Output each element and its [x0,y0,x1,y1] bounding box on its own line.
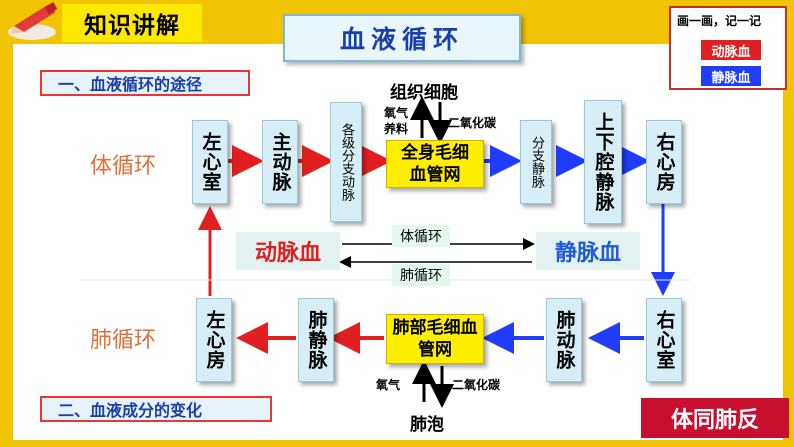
section-header: 知识讲解 [62,4,202,42]
lung-co2-label: 二氧化碳 [452,378,501,392]
legend-artery: 动脉血 [701,40,761,60]
systemic-label: 体循环 [90,154,157,179]
arterial-blood-box: 动脉血 [236,232,340,270]
co2-label: 二氧化碳 [448,116,497,130]
nutrients-label: 养料 [384,122,409,136]
branch-veins-box: 分支静脉 [520,120,552,204]
left-atrium-box: 左心房 [196,298,232,382]
legend: 画一画，记一记 动脉血 静脉血 [669,6,787,90]
pulmonary-vein-box: 肺静脉 [298,298,334,382]
legend-vein: 静脉血 [701,66,761,86]
alveoli-label: 肺泡 [410,415,444,435]
systemic-capillaries-label: 全身毛细血管网 [401,143,469,185]
systemic-conversion-label: 体循环 [392,225,450,247]
pencil-icon [8,2,58,40]
branch-arteries-box: 各级分支动脉 [330,102,362,222]
vena-cava-box: 上下腔静脉 [584,100,622,224]
pulmonary-capillaries-box: 肺部毛细血管网 [386,314,484,364]
systemic-capillaries-box: 全身毛细血管网 [386,140,484,188]
pulmonary-label: 肺循环 [90,328,157,353]
page-title: 血液循环 [283,14,521,62]
right-atrium-box: 右心房 [646,120,682,204]
tissue-cells-label: 组织细胞 [390,83,458,103]
left-ventricle-box: 左心室 [192,120,228,204]
pulmonary-artery-box: 肺动脉 [546,298,582,382]
legend-title: 画一画，记一记 [677,14,762,28]
right-ventricle-box: 右心室 [646,298,682,382]
mnemonic-badge: 体同肺反 [641,398,789,438]
oxygen-label: 氧气 [384,106,409,120]
aorta-box: 主动脉 [262,120,298,204]
section-route: 一、血液循环的途径 [40,70,250,96]
pulmonary-conversion-label: 肺循环 [392,264,450,286]
venous-blood-box: 静脉血 [536,232,640,270]
pulmonary-capillaries-label: 肺部毛细血管网 [392,318,478,360]
section-composition: 二、血液成分的变化 [40,396,272,422]
lung-oxygen-label: 氧气 [376,378,401,392]
